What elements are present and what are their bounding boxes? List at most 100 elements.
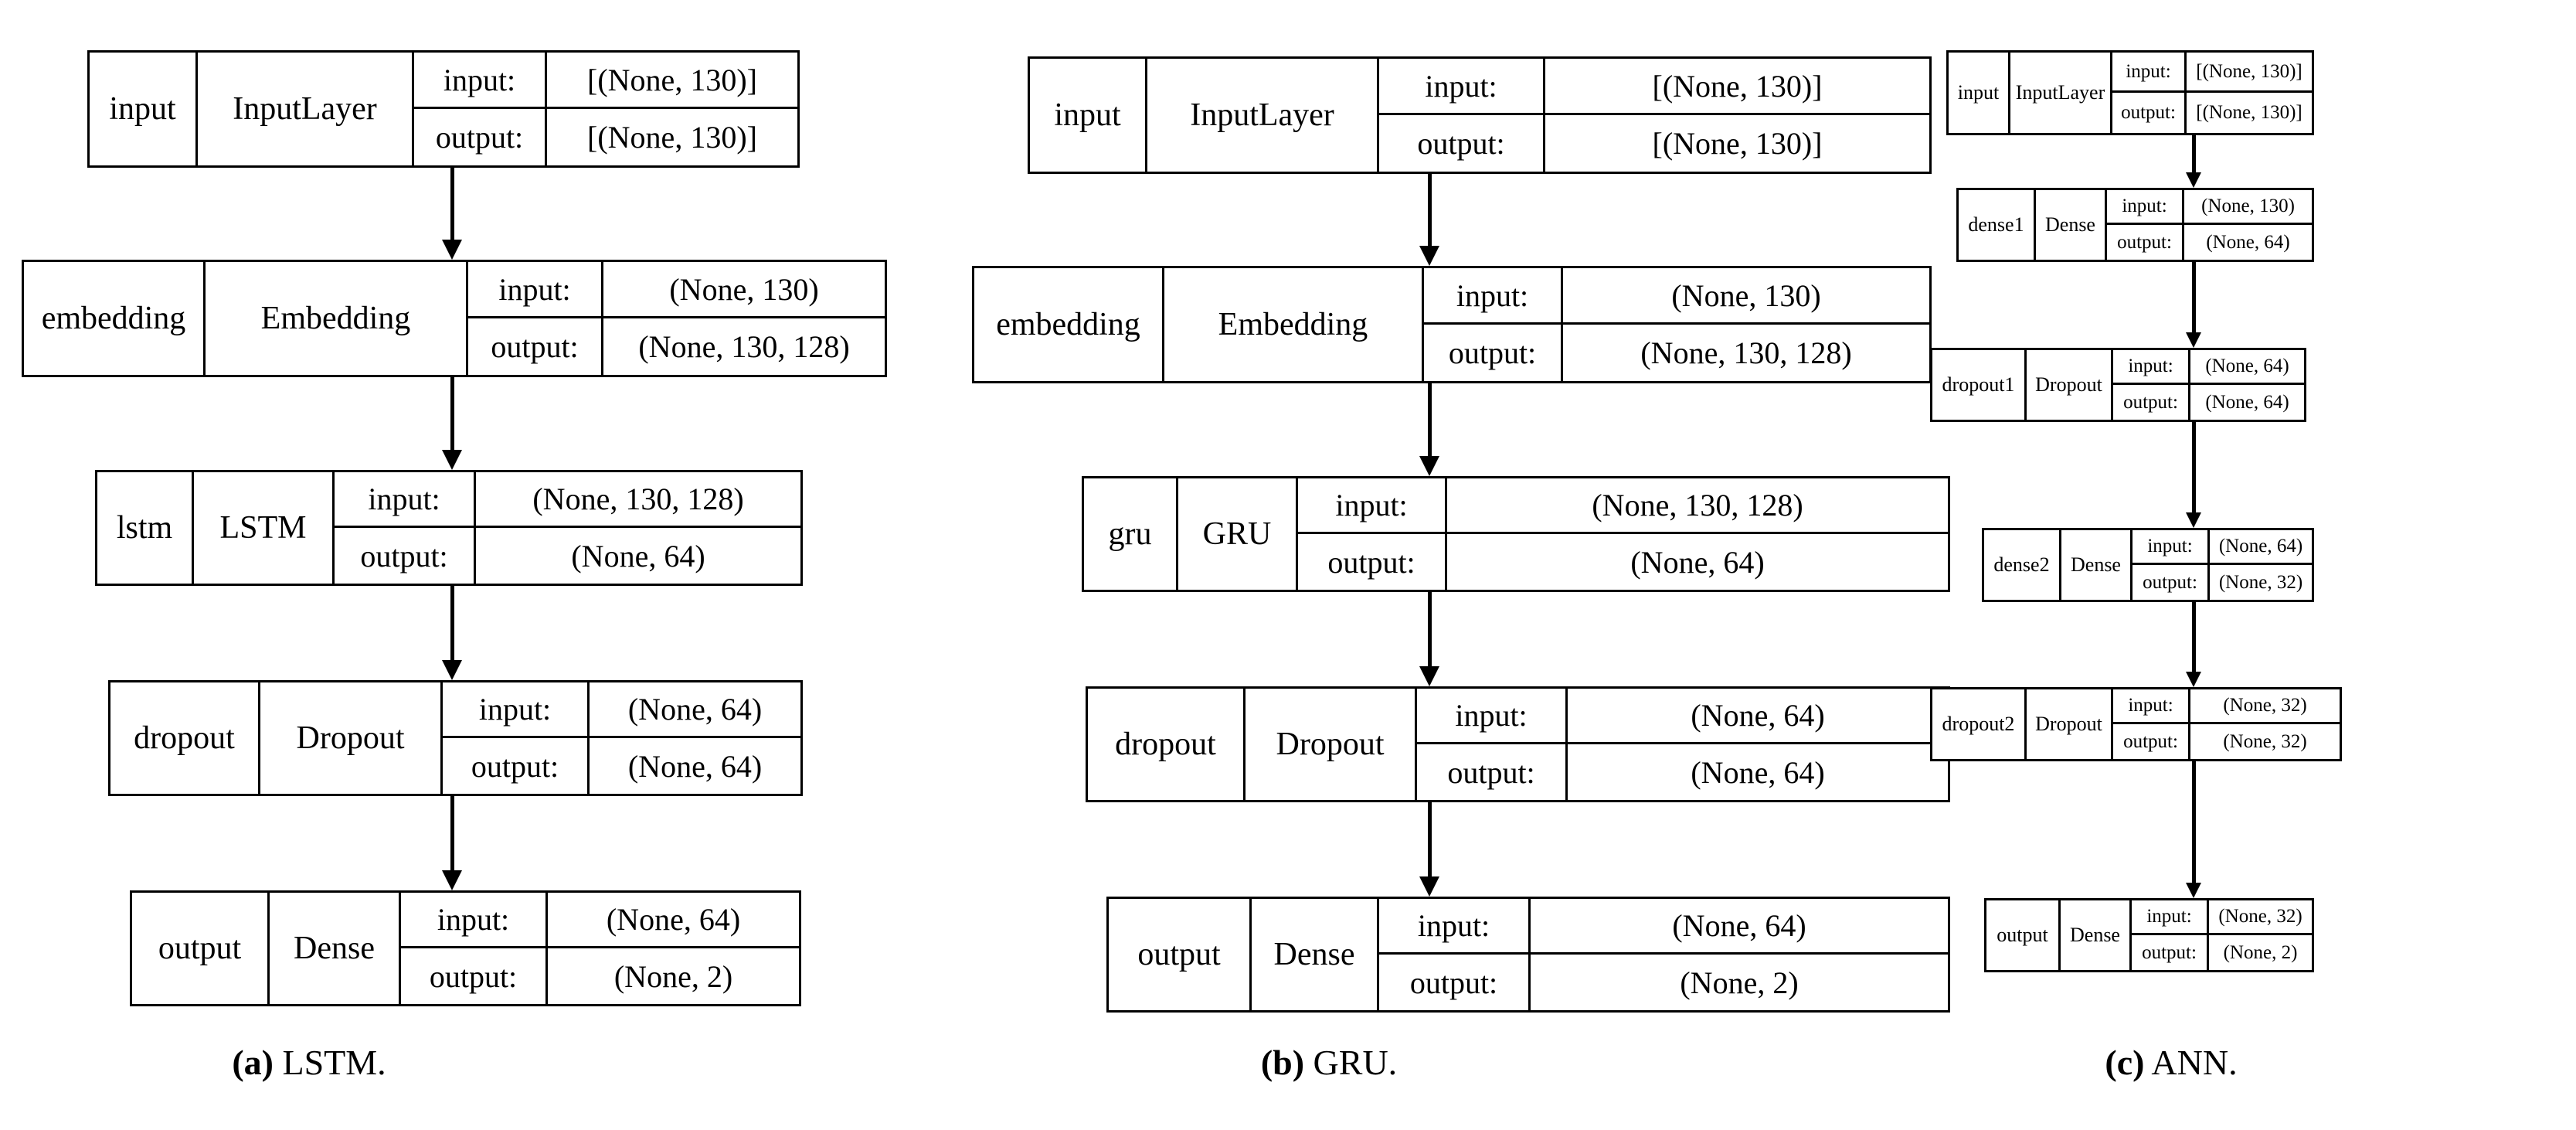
layer-block-dropout2: dropout2 Dropout input: (None, 32) outpu… bbox=[1930, 687, 2342, 761]
io-input-label: input: bbox=[1424, 268, 1563, 322]
connector-arrow bbox=[2184, 262, 2203, 348]
layer-name: input bbox=[1949, 53, 2010, 133]
layer-io-table: input: (None, 130) output: (None, 130, 1… bbox=[468, 262, 885, 375]
layer-io-table: input: (None, 32) output: (None, 2) bbox=[2132, 900, 2312, 970]
layer-io-table: input: (None, 130, 128) output: (None, 6… bbox=[335, 472, 800, 584]
layer-io-row-input: input: (None, 64) bbox=[443, 682, 800, 738]
layer-io-row-input: input: [(None, 130)] bbox=[414, 53, 797, 109]
io-output-shape: (None, 64) bbox=[1691, 754, 1825, 790]
io-output-shape: (None, 64) bbox=[2205, 391, 2289, 413]
io-input-shape: (None, 64) bbox=[1691, 698, 1825, 733]
io-output-shape: (None, 64) bbox=[571, 538, 705, 574]
layer-io-row-input: input: (None, 32) bbox=[2113, 689, 2340, 724]
layer-io-table: input: (None, 64) output: (None, 2) bbox=[401, 893, 799, 1004]
connector-arrow bbox=[440, 377, 464, 470]
layer-name: input bbox=[1030, 59, 1147, 172]
layer-name: gru bbox=[1084, 478, 1178, 590]
connector-arrow bbox=[1418, 592, 1441, 686]
layer-io-table: input: (None, 64) output: (None, 32) bbox=[2133, 530, 2312, 600]
caption-text: GRU. bbox=[1304, 1043, 1398, 1082]
io-input-shape: [(None, 130)] bbox=[2196, 60, 2302, 82]
io-input-label: input: bbox=[1379, 899, 1531, 952]
layer-name: dense2 bbox=[1984, 530, 2061, 600]
layer-block-output: output Dense input: (None, 64) output: (… bbox=[130, 890, 801, 1006]
io-output-label: output: bbox=[1379, 955, 1531, 1010]
connector-arrow bbox=[1418, 174, 1441, 266]
io-input-shape: (None, 64) bbox=[1672, 908, 1806, 943]
io-input-shape: (None, 32) bbox=[2218, 906, 2302, 927]
layer-name: lstm bbox=[97, 472, 194, 584]
io-output-label: output: bbox=[2113, 724, 2190, 759]
layer-io-row-input: input: (None, 130, 128) bbox=[1298, 478, 1948, 534]
layer-name: dropout bbox=[110, 682, 260, 794]
layer-name: dropout bbox=[1088, 689, 1246, 800]
layer-name: output bbox=[132, 893, 270, 1004]
layer-block-dropout: dropout Dropout input: (None, 64) output… bbox=[108, 680, 803, 796]
layer-io-row-input: input: (None, 64) bbox=[1379, 899, 1948, 955]
io-output-label: output: bbox=[2107, 225, 2184, 260]
layer-io-row-input: input: (None, 32) bbox=[2132, 900, 2312, 935]
connector-arrow bbox=[2184, 761, 2203, 898]
layer-block-dropout: dropout Dropout input: (None, 64) output… bbox=[1086, 686, 1950, 802]
layer-type: Embedding bbox=[1164, 268, 1424, 381]
io-input-shape: (None, 64) bbox=[2205, 356, 2289, 376]
layer-io-row-output: output: [(None, 130)] bbox=[1379, 115, 1929, 172]
io-output-label: output: bbox=[443, 738, 590, 794]
layer-block-output: output Dense input: (None, 32) output: (… bbox=[1984, 898, 2314, 972]
layer-io-table: input: (None, 64) output: (None, 64) bbox=[1417, 689, 1948, 800]
io-output-shape: (None, 2) bbox=[2223, 941, 2298, 963]
io-input-label: input: bbox=[1417, 689, 1568, 742]
layer-io-table: input: [(None, 130)] output: [(None, 130… bbox=[2112, 53, 2312, 133]
layer-io-row-output: output: (None, 2) bbox=[1379, 955, 1948, 1010]
caption-tag: (c) bbox=[2105, 1043, 2145, 1082]
layer-io-table: input: (None, 130) output: (None, 64) bbox=[2107, 190, 2312, 260]
io-output-label: output: bbox=[401, 948, 548, 1004]
connector-arrow bbox=[1418, 802, 1441, 897]
io-output-label: output: bbox=[2113, 385, 2190, 420]
io-output-label: output: bbox=[2112, 93, 2187, 133]
io-output-label: output: bbox=[1417, 744, 1568, 800]
layer-io-row-output: output: (None, 64) bbox=[2107, 225, 2312, 260]
layer-io-row-input: input: (None, 64) bbox=[2133, 530, 2312, 565]
io-input-shape: (None, 64) bbox=[627, 692, 763, 727]
io-input-label: input: bbox=[2113, 689, 2190, 722]
layer-io-row-output: output: (None, 64) bbox=[1417, 744, 1948, 800]
layer-io-row-input: input: (None, 130) bbox=[1424, 268, 1929, 325]
layer-io-row-input: input: (None, 64) bbox=[401, 893, 799, 948]
layer-block-dense2: dense2 Dense input: (None, 64) output: (… bbox=[1982, 528, 2314, 602]
layer-io-row-output: output: [(None, 130)] bbox=[414, 109, 797, 165]
layer-name: dropout1 bbox=[1932, 350, 2027, 420]
layer-block-input: input InputLayer input: [(None, 130)] ou… bbox=[87, 50, 800, 168]
layer-io-row-input: input: [(None, 130)] bbox=[1379, 59, 1929, 115]
io-output-label: output: bbox=[335, 528, 476, 584]
io-input-shape: [(None, 130)] bbox=[1652, 68, 1823, 104]
io-output-label: output: bbox=[468, 318, 603, 375]
io-input-label: input: bbox=[414, 53, 547, 107]
io-output-shape: (None, 2) bbox=[1680, 965, 1799, 1000]
io-output-shape: [(None, 130)] bbox=[587, 120, 757, 155]
io-output-shape: (None, 2) bbox=[613, 958, 733, 994]
layer-name: embedding bbox=[24, 262, 206, 375]
layer-name: output bbox=[1109, 899, 1252, 1010]
layer-io-row-output: output: (None, 2) bbox=[401, 948, 799, 1004]
connector-arrow bbox=[440, 168, 464, 260]
io-output-shape: (None, 130, 128) bbox=[1640, 335, 1852, 370]
io-input-label: input: bbox=[2113, 350, 2190, 383]
layer-type: InputLayer bbox=[2010, 53, 2112, 133]
io-output-shape: [(None, 130)] bbox=[2196, 102, 2302, 123]
io-output-shape: (None, 64) bbox=[2206, 231, 2290, 253]
layer-io-row-output: output: [(None, 130)] bbox=[2112, 93, 2312, 133]
layer-block-gru: gru GRU input: (None, 130, 128) output: … bbox=[1082, 476, 1950, 592]
layer-block-dropout1: dropout1 Dropout input: (None, 64) outpu… bbox=[1930, 348, 2306, 422]
layer-io-row-output: output: (None, 32) bbox=[2133, 565, 2312, 600]
layer-io-table: input: [(None, 130)] output: [(None, 130… bbox=[414, 53, 797, 165]
layer-type: Dropout bbox=[2027, 689, 2113, 759]
io-input-shape: (None, 130, 128) bbox=[1592, 488, 1803, 522]
layer-type: Dense bbox=[2036, 190, 2107, 260]
panel-caption-b: (b) GRU. bbox=[1113, 1045, 1545, 1081]
io-input-label: input: bbox=[443, 682, 590, 736]
layer-block-lstm: lstm LSTM input: (None, 130, 128) output… bbox=[95, 470, 803, 586]
caption-text: LSTM. bbox=[273, 1043, 386, 1082]
layer-io-row-output: output: (None, 64) bbox=[443, 738, 800, 794]
